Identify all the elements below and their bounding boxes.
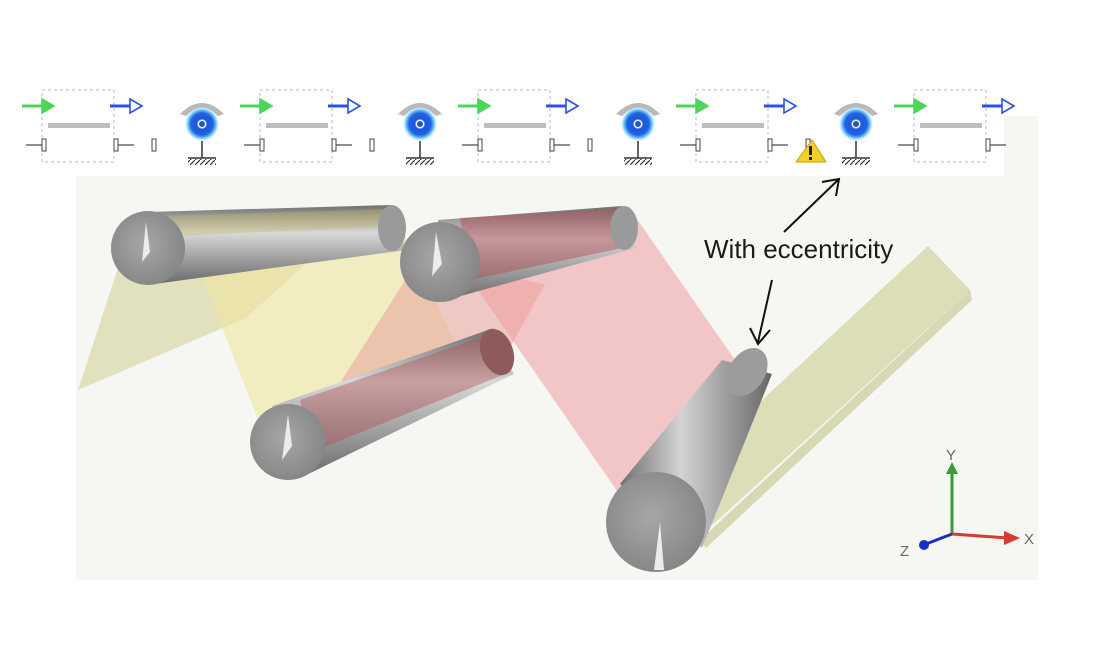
schematic-strip [22, 86, 1004, 176]
annotation-arrows [749, 177, 841, 346]
span-bar [48, 123, 110, 128]
blue-arrow-icon [783, 97, 798, 115]
pin-icon [331, 138, 337, 152]
span-box [259, 89, 333, 163]
span-bar [920, 123, 982, 128]
span-box [913, 89, 987, 163]
pin-icon [587, 138, 593, 152]
pin-icon [767, 138, 773, 152]
web-sheet-red-down [432, 212, 742, 498]
pin-icon [113, 138, 119, 152]
span-box [477, 89, 551, 163]
span-box [695, 89, 769, 163]
pin-icon [369, 138, 375, 152]
blue-arrow-icon [1001, 97, 1016, 115]
axis-label-y: Y [946, 447, 956, 464]
axis-triad: Y X Z [900, 447, 1034, 560]
roller-cylinder-lower [250, 328, 515, 480]
span-bar [266, 123, 328, 128]
pin-icon [259, 138, 265, 152]
roller-cradle [398, 103, 442, 116]
blue-arrow-icon [347, 97, 362, 115]
span-box [41, 89, 115, 163]
roller-cylinder-top-left [111, 205, 406, 285]
pin-icon [913, 138, 919, 152]
green-arrow-icon [41, 97, 56, 115]
roller-cylinder-eccentric [606, 347, 772, 572]
pin-icon [151, 138, 157, 152]
roller-cradle [616, 103, 660, 116]
blue-arrow-icon [565, 97, 580, 115]
pin-icon [695, 138, 701, 152]
web-sheet-olive-right [696, 246, 970, 540]
pin-icon [549, 138, 555, 152]
roller-cradle [834, 103, 878, 116]
green-arrow-icon [913, 97, 928, 115]
green-arrow-icon [259, 97, 274, 115]
roller-cradle [180, 103, 224, 116]
span-bar [484, 123, 546, 128]
annotation-label: With eccentricity [704, 234, 894, 264]
axis-label-x: X [1024, 531, 1034, 548]
roller-cylinder-top-middle [400, 206, 638, 302]
green-arrow-icon [477, 97, 492, 115]
warning-icon [795, 139, 827, 163]
pin-icon [477, 138, 483, 152]
schematic-units [22, 89, 1016, 165]
axis-label-z: Z [900, 543, 909, 560]
pin-icon [41, 138, 47, 152]
span-bar [702, 123, 764, 128]
green-arrow-icon [695, 97, 710, 115]
pin-icon [985, 138, 991, 152]
blue-arrow-icon [129, 97, 144, 115]
